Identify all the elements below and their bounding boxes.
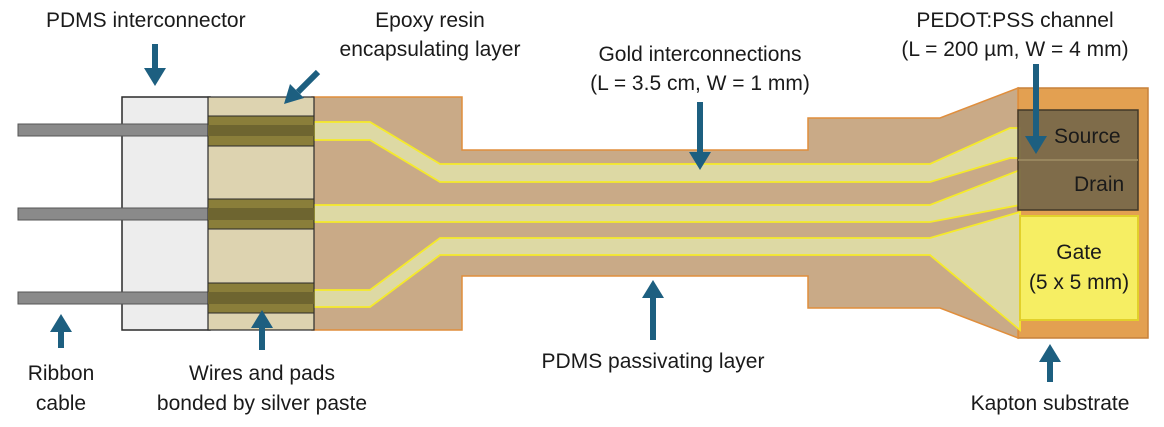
label-kapton: Kapton substrate [970,392,1130,415]
label-gold-line1: Gold interconnections [598,43,802,66]
label-gold-line2: (L = 3.5 cm, W = 1 mm) [590,72,810,95]
label-source: Source [1054,125,1121,148]
label-pdms-passivating: PDMS passivating layer [541,350,765,373]
label-epoxy-line2: encapsulating layer [339,38,521,61]
label-gate-line1: Gate [1056,241,1102,264]
bonded-pad-middle [207,198,315,230]
arrow-gold-interconnections [689,102,711,170]
label-pdms-interconnector: PDMS interconnector [46,9,246,32]
arrow-pedot-channel [1025,64,1047,154]
label-wires-line1: Wires and pads [189,362,335,385]
ribbon-cable-bottom [17,291,209,305]
arrow-wires-pads [251,310,273,350]
label-wires-line2: bonded by silver paste [156,392,368,415]
bonded-pad-top [207,115,315,147]
ribbon-cable-top [17,123,209,137]
bonded-pad-bottom [207,282,315,314]
label-ribbon-line2: cable [35,392,87,415]
label-ribbon-line1: Ribbon [27,362,95,385]
gold-interconnection-band-bottom [313,210,1021,332]
arrow-pdms-passivating [642,280,664,340]
arrow-pdms-interconnector [144,44,166,86]
label-drain: Drain [1074,173,1125,196]
label-gate-line2: (5 x 5 mm) [1028,271,1130,294]
label-pedot-line1: PEDOT:PSS channel [916,9,1114,32]
arrow-kapton [1039,344,1061,382]
label-epoxy-line1: Epoxy resin [375,9,485,32]
arrow-ribbon-cable [50,314,72,348]
arrow-epoxy [284,69,321,104]
gate-electrode [1019,215,1139,321]
ribbon-cable-middle [17,207,209,221]
label-pedot-line2: (L = 200 µm, W = 4 mm) [901,38,1129,61]
